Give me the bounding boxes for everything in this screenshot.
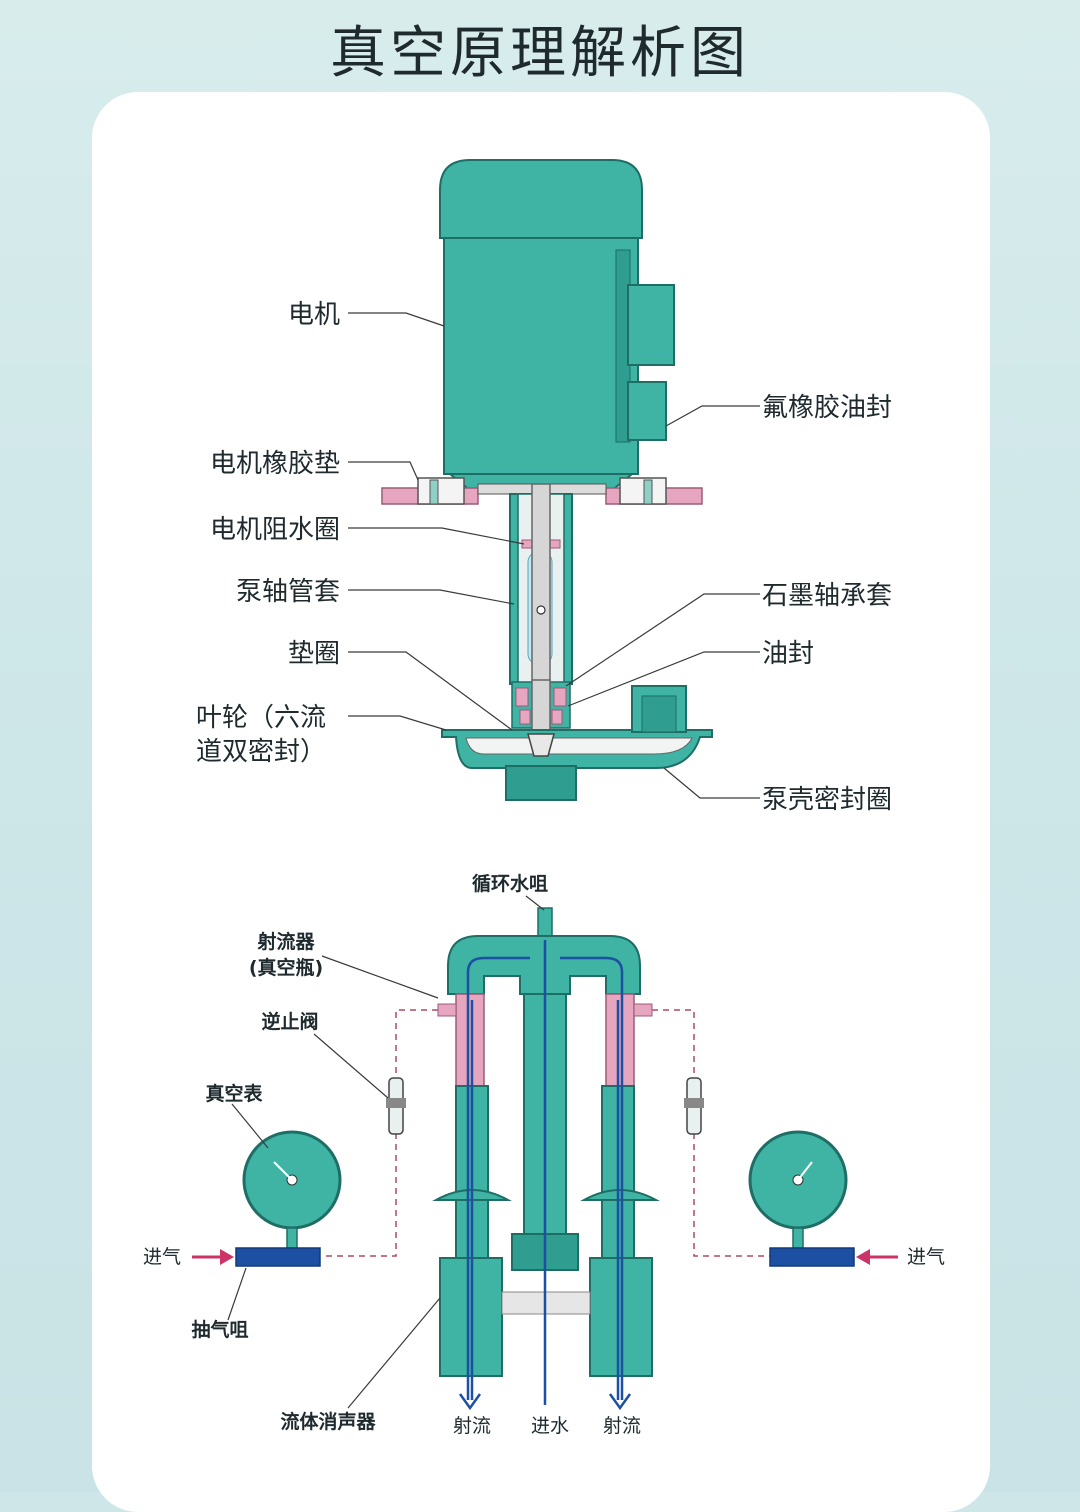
label-motor: 电机 — [288, 300, 340, 330]
label-ejector-line1: 射流器 — [256, 930, 315, 953]
label-graphite-bearing: 石墨轴承套 — [762, 581, 892, 611]
ejector-left — [455, 993, 485, 1087]
ejector-right — [605, 993, 635, 1087]
pump-leader-lines — [348, 312, 760, 799]
motor-body — [443, 237, 639, 475]
system-labels: 循环水咀 射流器 (真空瓶) 逆止阀 真空表 进气 进气 抽气咀 流体消声器 射… — [143, 872, 945, 1437]
label-ejector-line2: (真空瓶) — [249, 956, 323, 979]
vacuum-gauge-right — [748, 1130, 855, 1267]
label-housing-seal: 泵壳密封圈 — [762, 785, 892, 815]
air-in-arrow-right — [856, 1249, 898, 1265]
label-motor-water-ring: 电机阻水圈 — [210, 515, 340, 545]
pump-inlet — [505, 765, 577, 801]
label-impeller-line1: 叶轮（六流 — [196, 703, 326, 733]
label-washer: 垫圈 — [288, 639, 340, 669]
label-shaft-sleeve: 泵轴管套 — [236, 577, 340, 607]
page-title: 真空原理解析图 — [330, 21, 750, 86]
junction-box-lower — [627, 381, 667, 441]
pump-assembly — [381, 159, 713, 801]
label-oil-seal: 油封 — [762, 639, 814, 669]
pump-labels: 电机 电机橡胶垫 电机阻水圈 泵轴管套 垫圈 叶轮（六流 道双密封） 氟橡胶油封… — [196, 300, 892, 815]
label-motor-rubber-pad: 电机橡胶垫 — [210, 449, 340, 479]
label-suction-nozzle: 抽气咀 — [191, 1318, 248, 1341]
system-leader-lines — [227, 895, 545, 1409]
label-muffler: 流体消声器 — [280, 1410, 376, 1433]
vacuum-gauge-left — [235, 1130, 342, 1267]
label-jet-left: 射流 — [453, 1415, 491, 1437]
label-air-in-right: 进气 — [907, 1246, 945, 1268]
label-check-valve: 逆止阀 — [261, 1010, 318, 1033]
label-circulation-nozzle: 循环水咀 — [472, 872, 548, 895]
label-impeller-line2: 道双密封） — [196, 737, 326, 767]
label-jet-right: 射流 — [603, 1415, 641, 1437]
label-vacuum-gauge: 真空表 — [205, 1082, 263, 1105]
junction-box-upper — [627, 284, 675, 366]
impeller — [527, 733, 555, 757]
label-fluororubber-seal: 氟橡胶油封 — [762, 393, 892, 423]
air-in-arrow-left — [192, 1249, 234, 1265]
motor-cap — [439, 159, 643, 239]
vacuum-system — [192, 907, 898, 1411]
label-water-in: 进水 — [531, 1415, 569, 1437]
label-air-in-left: 进气 — [143, 1246, 181, 1268]
